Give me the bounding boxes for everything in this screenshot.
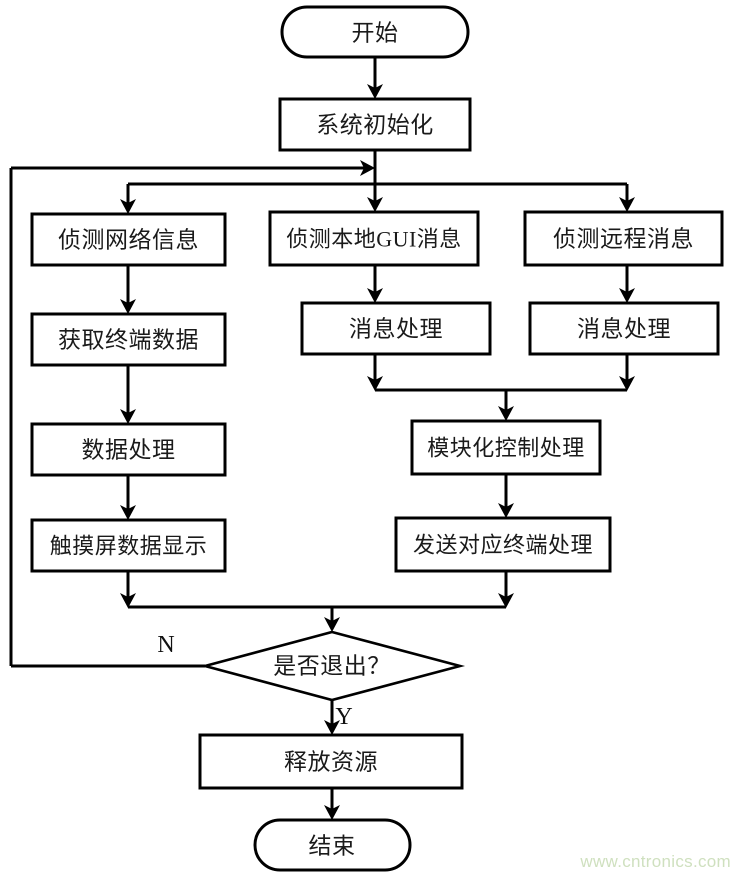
node-message-processing-local[interactable]: 消息处理 bbox=[300, 301, 492, 356]
message-processing-remote-shape bbox=[528, 301, 720, 356]
node-message-processing-remote[interactable]: 消息处理 bbox=[528, 301, 720, 356]
data-processing-label: 数据处理 bbox=[82, 438, 176, 463]
node-end[interactable]: 结束 bbox=[253, 818, 412, 872]
node-data-processing[interactable]: 数据处理 bbox=[30, 422, 227, 477]
touchscreen-data-display-shape bbox=[30, 518, 227, 573]
edge-fork-bar bbox=[120, 182, 635, 214]
detect-local-gui-message-shape bbox=[268, 210, 480, 267]
edge-dataproc-to-touchshow bbox=[120, 475, 136, 520]
node-release-resources[interactable]: 释放资源 bbox=[198, 733, 464, 790]
edge-label-no: N bbox=[157, 632, 174, 658]
decision-exit-shape bbox=[199, 630, 466, 702]
edge-detectremote-to-msgrt bbox=[619, 265, 635, 303]
end-terminator-shape bbox=[253, 818, 412, 872]
decision-exit-label: 是否退出？ bbox=[273, 654, 391, 679]
touchscreen-data-display-label: 触摸屏数据显示 bbox=[50, 534, 208, 559]
node-send-to-terminal[interactable]: 发送对应终端处理 bbox=[394, 516, 612, 573]
detect-network-info-shape bbox=[30, 212, 227, 267]
edge-label-yes: Y bbox=[335, 704, 352, 730]
start-terminator-shape bbox=[280, 5, 470, 59]
message-processing-remote-label: 消息处理 bbox=[577, 317, 671, 342]
edge-release-to-end bbox=[324, 788, 340, 820]
modular-control-processing-shape bbox=[410, 419, 602, 476]
end-label: 结束 bbox=[309, 834, 356, 859]
edge-join-bar-low bbox=[120, 571, 514, 632]
node-touchscreen-data-display[interactable]: 触摸屏数据显示 bbox=[30, 518, 227, 573]
edge-join-bar-mid bbox=[367, 354, 635, 421]
detect-remote-message-label: 侦测远程消息 bbox=[553, 227, 694, 252]
node-system-init[interactable]: 系统初始化 bbox=[278, 97, 472, 152]
send-to-terminal-shape bbox=[394, 516, 612, 573]
node-modular-control-processing[interactable]: 模块化控制处理 bbox=[410, 419, 602, 476]
node-decision-exit[interactable]: 是否退出？ bbox=[199, 630, 466, 702]
edge-start-to-init bbox=[367, 57, 383, 99]
start-label: 开始 bbox=[352, 21, 399, 46]
node-detect-network-info[interactable]: 侦测网络信息 bbox=[30, 212, 227, 267]
node-start[interactable]: 开始 bbox=[280, 5, 470, 59]
node-detect-local-gui-message[interactable]: 侦测本地GUI消息 bbox=[268, 210, 480, 267]
detect-local-gui-message-label: 侦测本地GUI消息 bbox=[286, 227, 462, 252]
connector-layer bbox=[9, 57, 635, 820]
detect-network-info-label: 侦测网络信息 bbox=[58, 228, 199, 253]
edge-detectnet-to-getdata bbox=[120, 265, 136, 314]
node-get-terminal-data[interactable]: 获取终端数据 bbox=[30, 312, 227, 367]
release-resources-shape bbox=[198, 733, 464, 790]
get-terminal-data-label: 获取终端数据 bbox=[58, 328, 199, 353]
edge-detectgui-to-msgmid bbox=[367, 265, 383, 303]
system-init-shape bbox=[278, 97, 472, 152]
message-processing-local-label: 消息处理 bbox=[349, 317, 443, 342]
system-init-label: 系统初始化 bbox=[316, 113, 434, 138]
data-processing-shape bbox=[30, 422, 227, 477]
detect-remote-message-shape bbox=[523, 210, 724, 267]
send-to-terminal-label: 发送对应终端处理 bbox=[413, 533, 593, 558]
edge-getdata-to-dataproc bbox=[120, 365, 136, 424]
edge-modctrl-to-sendterm bbox=[498, 474, 514, 518]
release-resources-label: 释放资源 bbox=[284, 750, 378, 775]
modular-control-processing-label: 模块化控制处理 bbox=[427, 436, 585, 461]
get-terminal-data-shape bbox=[30, 312, 227, 367]
edge-no-loop-back bbox=[9, 160, 375, 668]
site-watermark: www.cntronics.com bbox=[580, 852, 731, 871]
edge-decide-to-release bbox=[324, 700, 340, 735]
node-detect-remote-message[interactable]: 侦测远程消息 bbox=[523, 210, 724, 267]
message-processing-local-shape bbox=[300, 301, 492, 356]
